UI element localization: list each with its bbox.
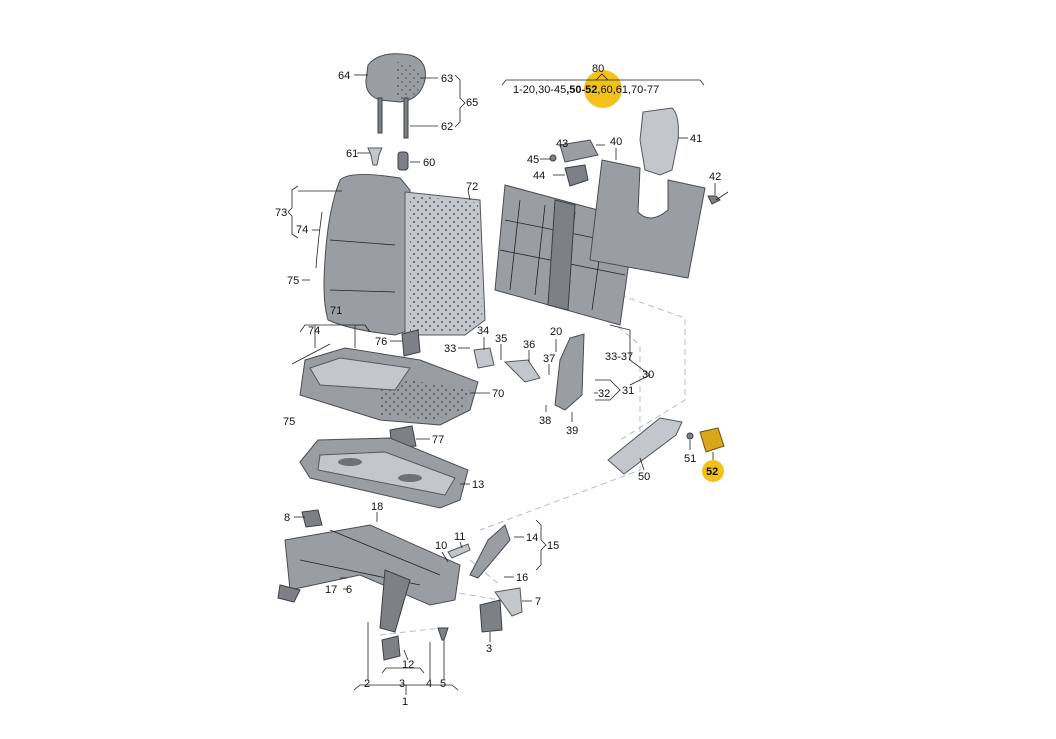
callout-74-back: 74: [296, 224, 308, 236]
callout-62: 62: [441, 121, 453, 133]
callout-40: 40: [610, 136, 622, 148]
bolt-5: [437, 627, 449, 641]
callout-7: 7: [535, 596, 541, 608]
callout-10: 10: [435, 540, 447, 552]
cover-41: [639, 107, 679, 176]
callout-76: 76: [375, 336, 387, 348]
seat-pan: [299, 437, 469, 509]
callout-71: 71: [330, 305, 342, 317]
lever-11: [447, 543, 471, 559]
callout-17: 17: [325, 584, 337, 596]
callout-51: 51: [684, 453, 696, 465]
callout-33-37: 33-37: [605, 351, 633, 363]
callout-34: 34: [477, 325, 489, 337]
callout-73: 73: [275, 207, 287, 219]
callout-70: 70: [492, 388, 504, 400]
callout-77: 77: [432, 434, 444, 446]
guide-60: [397, 151, 409, 171]
highlight-marker: [584, 70, 622, 108]
callout-38: 38: [539, 415, 551, 427]
bracket-12: [381, 635, 401, 661]
clip-74-seat: [291, 343, 331, 365]
callout-4: 4: [426, 678, 432, 690]
callout-43: 43: [556, 138, 568, 150]
callout-31: 31: [622, 385, 634, 397]
assembly-includes-part-3: ,60,61,70-77: [597, 84, 659, 96]
callout-1: 1: [402, 696, 408, 708]
callout-16: 16: [516, 572, 528, 584]
callout-45: 45: [527, 154, 539, 166]
callout-13: 13: [472, 479, 484, 491]
assembly-includes: 1-20,30-45,50-52,60,61,70-77: [513, 84, 659, 96]
back-panel: [589, 159, 706, 279]
callout-72: 72: [466, 181, 478, 193]
callout-61: 61: [346, 148, 358, 160]
backrest-cushion: [323, 174, 486, 336]
callout-50: 50: [638, 471, 650, 483]
callout-32: 32: [598, 388, 610, 400]
callout-3-bottom: 3: [399, 678, 405, 690]
assembly-header: 80 1-20,30-45,50-52,60,61,70-77: [501, 63, 705, 108]
seat-cushion: [299, 347, 479, 426]
headrest: [365, 53, 426, 139]
side-trim-50: [607, 417, 683, 475]
bracket-44: [564, 164, 589, 187]
callout-15: 15: [547, 540, 559, 552]
bracket-8: [301, 509, 323, 528]
pin-61: [367, 147, 383, 166]
handle-43: [559, 139, 599, 163]
callout-2: 2: [364, 678, 370, 690]
callout-3-right: 3: [486, 643, 492, 655]
assembly-includes-part-2: ,50-52: [566, 84, 597, 96]
callout-5: 5: [440, 678, 446, 690]
callout-52: 52: [706, 466, 718, 478]
bracket-3: [479, 599, 503, 633]
callout-39: 39: [566, 425, 578, 437]
callout-37: 37: [543, 353, 555, 365]
callout-75-back: 75: [287, 275, 299, 287]
leader-lines: [287, 74, 716, 695]
callout-42: 42: [709, 171, 721, 183]
strap-7: [494, 587, 523, 617]
callout-41: 41: [690, 133, 702, 145]
callout-30: 30: [642, 369, 654, 381]
screw-42: [707, 191, 729, 205]
callout-12: 12: [402, 659, 414, 671]
assembly-number: 80: [592, 63, 604, 75]
callout-74-seat: 74: [308, 325, 320, 337]
callout-11: 11: [454, 531, 465, 543]
callout-18: 18: [371, 501, 383, 513]
callout-8: 8: [284, 512, 290, 524]
callouts: 64 63 65 62 61 60 72 73 74 75 71 74 76 7…: [275, 70, 721, 708]
callout-14: 14: [526, 532, 538, 544]
screw-45: [549, 154, 557, 162]
callout-20: 20: [550, 326, 562, 338]
callout-6: 6: [346, 584, 352, 596]
callout-60: 60: [423, 157, 435, 169]
side-bracket-15: [469, 524, 511, 579]
screw-51: [686, 432, 694, 440]
part-34: [473, 347, 495, 369]
callout-63: 63: [441, 73, 453, 85]
assembly-includes-part-1: 1-20,30-45: [513, 84, 566, 96]
clip-74-back: [315, 211, 323, 269]
callout-44: 44: [533, 170, 545, 182]
callout-33: 33: [444, 343, 456, 355]
part-76: [401, 329, 421, 357]
highlight-marker-52: [702, 460, 724, 482]
callout-64: 64: [338, 70, 350, 82]
seat-base-frame: [277, 524, 461, 633]
callout-75-seat: 75: [283, 416, 295, 428]
cap-52: [699, 427, 725, 482]
callout-36: 36: [523, 339, 535, 351]
hinge-plate: [554, 333, 585, 411]
callout-35: 35: [495, 333, 507, 345]
callout-65: 65: [466, 97, 478, 109]
part-36: [503, 359, 541, 383]
